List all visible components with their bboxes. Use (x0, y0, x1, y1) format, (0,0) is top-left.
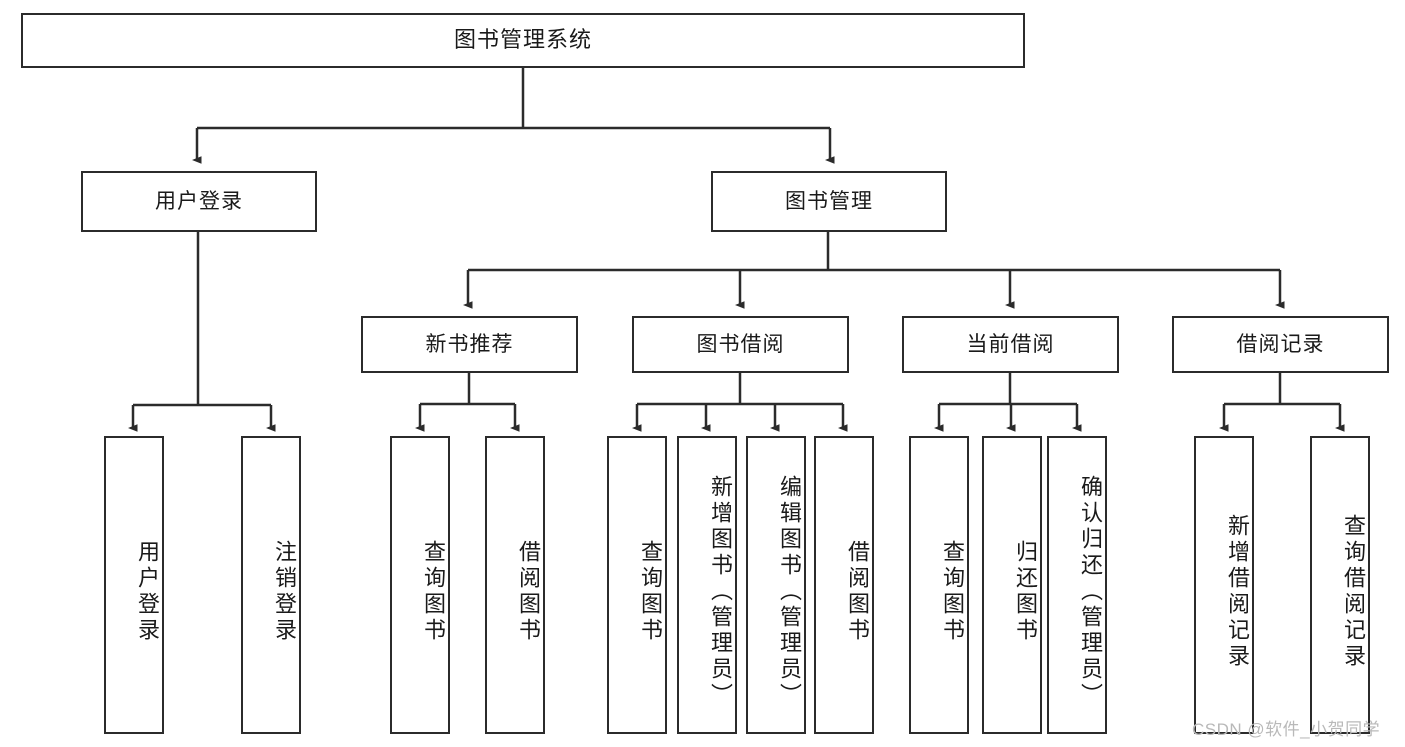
node-label: 新增图书（管理员） (708, 475, 733, 709)
leaf-user-login-login[interactable]: 用户登录 (104, 436, 164, 734)
node-label: 借阅图书 (516, 540, 541, 644)
node-label: 查询图书 (421, 540, 446, 644)
node-book-borrow[interactable]: 图书借阅 (632, 316, 849, 373)
node-label: 确认归还（管理员） (1078, 475, 1103, 709)
leaf-new-book-query-book[interactable]: 查询图书 (390, 436, 450, 734)
node-label: 编辑图书（管理员） (777, 475, 802, 709)
leaf-current-borrow-return-book[interactable]: 归还图书 (982, 436, 1042, 734)
node-label: 当前借阅 (966, 332, 1055, 356)
leaf-current-borrow-confirm-return-admin[interactable]: 确认归还（管理员） (1047, 436, 1107, 734)
node-label: 图书借阅 (696, 332, 785, 356)
node-label: 查询图书 (638, 540, 663, 644)
node-new-book-recommend[interactable]: 新书推荐 (361, 316, 578, 373)
node-label: 新书推荐 (425, 332, 514, 356)
leaf-book-borrow-borrow-book[interactable]: 借阅图书 (814, 436, 874, 734)
node-label: 注销登录 (272, 540, 297, 644)
watermark-text: CSDN @软件_小贺同学 (1192, 720, 1381, 739)
node-label: 查询图书 (940, 540, 965, 644)
node-label: 新增借阅记录 (1225, 514, 1250, 670)
node-label: 借阅记录 (1236, 332, 1325, 356)
node-label: 归还图书 (1013, 540, 1038, 644)
node-label: 图书管理 (785, 189, 873, 213)
node-label: 借阅图书 (845, 540, 870, 644)
leaf-book-borrow-add-book-admin[interactable]: 新增图书（管理员） (677, 436, 737, 734)
leaf-current-borrow-query-book[interactable]: 查询图书 (909, 436, 969, 734)
node-user-login[interactable]: 用户登录 (81, 171, 317, 232)
node-label: 用户登录 (135, 540, 160, 644)
node-borrow-record[interactable]: 借阅记录 (1172, 316, 1389, 373)
leaf-borrow-record-query-record[interactable]: 查询借阅记录 (1310, 436, 1370, 734)
leaf-new-book-borrow-book[interactable]: 借阅图书 (485, 436, 545, 734)
node-book-management[interactable]: 图书管理 (711, 171, 947, 232)
leaf-borrow-record-add-record[interactable]: 新增借阅记录 (1194, 436, 1254, 734)
leaf-user-login-logout[interactable]: 注销登录 (241, 436, 301, 734)
node-label: 查询借阅记录 (1341, 514, 1366, 670)
leaf-book-borrow-edit-book-admin[interactable]: 编辑图书（管理员） (746, 436, 806, 734)
node-label: 用户登录 (155, 189, 243, 213)
node-root-book-management-system[interactable]: 图书管理系统 (21, 13, 1025, 68)
node-current-borrow[interactable]: 当前借阅 (902, 316, 1119, 373)
node-label: 图书管理系统 (453, 27, 592, 53)
leaf-book-borrow-query-book[interactable]: 查询图书 (607, 436, 667, 734)
